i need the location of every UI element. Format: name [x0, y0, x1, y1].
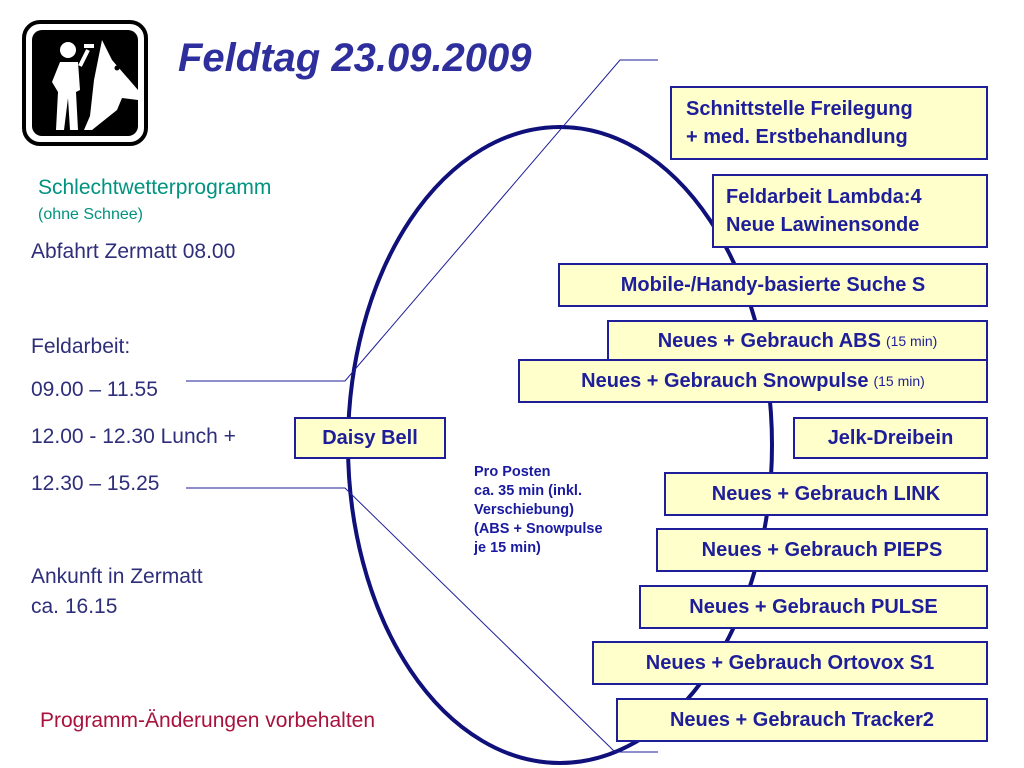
station-box-1: Schnittstelle Freilegung + med. Erstbeha…	[670, 86, 988, 160]
station-label: Schnittstelle Freilegung	[686, 98, 913, 120]
station-label: Mobile-/Handy-basierte Suche S	[620, 274, 926, 296]
hiker-with-dog-icon	[22, 20, 148, 146]
station-box-3: Mobile-/Handy-basierte Suche S	[558, 263, 988, 307]
station-label: Jelk-Dreibein	[827, 427, 954, 449]
page-title: Feldtag 23.09.2009	[178, 36, 532, 80]
station-label: Neues + Gebrauch LINK	[711, 483, 941, 505]
departure-text: Abfahrt Zermatt 08.00	[31, 240, 236, 263]
station-box-11: Neues + Gebrauch Tracker2	[616, 698, 988, 742]
station-label: Neues + Gebrauch ABS	[657, 330, 881, 352]
station-box-4: Neues + Gebrauch ABS (15 min)	[607, 320, 988, 362]
posten-note-line: (ABS + Snowpulse	[474, 521, 603, 537]
fieldwork-label: Feldarbeit:	[31, 335, 131, 358]
station-label: Neues + Gebrauch PIEPS	[701, 539, 943, 561]
station-box-10: Neues + Gebrauch Ortovox S1	[592, 641, 988, 685]
station-box-9: Neues + Gebrauch PULSE	[639, 585, 988, 629]
arrival-line-1: Ankunft in Zermatt	[31, 565, 203, 588]
time-slot-2: 12.00 - 12.30 Lunch +	[31, 425, 236, 448]
posten-note-line: Pro Posten	[474, 464, 551, 480]
connector-line-bottom	[186, 487, 658, 753]
changes-note: Programm-Änderungen vorbehalten	[40, 709, 376, 732]
posten-note-line: ca. 35 min (inkl.	[474, 483, 582, 499]
station-box-6: Jelk-Dreibein	[793, 417, 988, 459]
posten-note: Pro Posten ca. 35 min (inkl. Verschiebun…	[474, 463, 603, 558]
station-duration: (15 min)	[885, 333, 938, 349]
daisy-bell-label: Daisy Bell	[322, 427, 418, 449]
station-duration: (15 min)	[873, 373, 925, 389]
station-label: Neues + Gebrauch Ortovox S1	[645, 652, 935, 674]
posten-note-line: je 15 min)	[474, 540, 541, 556]
time-slot-3: 12.30 – 15.25	[31, 472, 160, 495]
program-subtitle-note: (ohne Schnee)	[38, 206, 143, 223]
arrival-line-2: ca. 16.15	[31, 595, 118, 618]
station-box-2: Feldarbeit Lambda:4 Neue Lawinensonde	[712, 174, 988, 248]
station-box-8: Neues + Gebrauch PIEPS	[656, 528, 988, 572]
station-label: + med. Erstbehandlung	[686, 126, 908, 148]
daisy-bell-box: Daisy Bell	[294, 417, 446, 459]
station-label: Neue Lawinensonde	[726, 214, 920, 236]
station-label: Neues + Gebrauch Tracker2	[669, 709, 935, 731]
station-box-5: Neues + Gebrauch Snowpulse (15 min)	[518, 359, 988, 403]
station-box-7: Neues + Gebrauch LINK	[664, 472, 988, 516]
station-label: Neues + Gebrauch Snowpulse	[581, 370, 869, 392]
time-slot-1: 09.00 – 11.55	[31, 378, 158, 401]
station-label: Feldarbeit Lambda:4	[726, 186, 922, 208]
program-subtitle: Schlechtwetterprogramm	[38, 176, 272, 199]
connector-line-top	[186, 59, 658, 382]
posten-note-line: Verschiebung)	[474, 502, 574, 518]
station-label: Neues + Gebrauch PULSE	[689, 596, 938, 618]
